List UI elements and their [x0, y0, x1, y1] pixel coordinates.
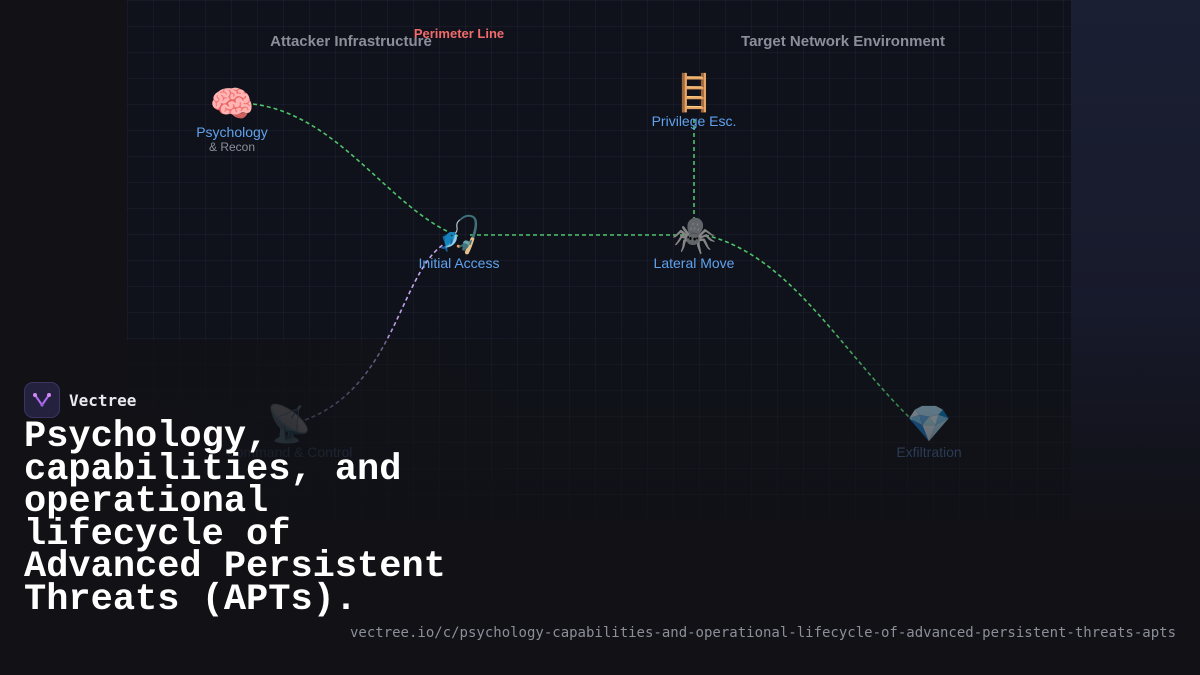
- spider-icon: 🕷️: [671, 214, 717, 255]
- node-psychology-recon[interactable]: 🧠 Psychology & Recon: [196, 84, 268, 155]
- node-sublabel: & Recon: [208, 140, 256, 154]
- brand[interactable]: Vectree: [24, 382, 136, 418]
- brand-name: Vectree: [69, 390, 137, 410]
- node-initial-access[interactable]: 🎣 Initial Access: [418, 214, 500, 272]
- fishing-pole-icon: 🎣: [436, 214, 482, 255]
- node-lateral-move[interactable]: 🕷️ Lateral Move: [653, 214, 735, 272]
- page-title: Psychology, capabilities, and operationa…: [24, 416, 446, 621]
- edge-lateral-move-to-exfiltration: [704, 234, 913, 421]
- perimeter-label: Perimeter Line: [413, 26, 505, 41]
- node-privilege-escalation[interactable]: 🪜 Privilege Esc.: [651, 72, 737, 130]
- zone-label-attacker: Attacker Infrastructure: [270, 33, 432, 50]
- node-exfiltration[interactable]: 💎 Exfiltration: [896, 403, 962, 461]
- node-label: Exfiltration: [896, 444, 962, 460]
- vectree-logo-icon: [24, 382, 60, 418]
- node-label: Lateral Move: [653, 255, 735, 271]
- node-label: Privilege Esc.: [651, 113, 737, 129]
- brain-icon: 🧠: [209, 83, 255, 124]
- node-label: Initial Access: [418, 255, 500, 271]
- node-label: Psychology: [196, 124, 268, 140]
- zone-label-target: Target Network Environment: [741, 33, 945, 50]
- gem-icon: 💎: [906, 403, 952, 444]
- edge-recon-to-initial-access: [252, 103, 459, 237]
- source-url[interactable]: vectree.io/c/psychology-capabilities-and…: [349, 625, 1176, 641]
- ladder-icon: 🪜: [671, 72, 717, 113]
